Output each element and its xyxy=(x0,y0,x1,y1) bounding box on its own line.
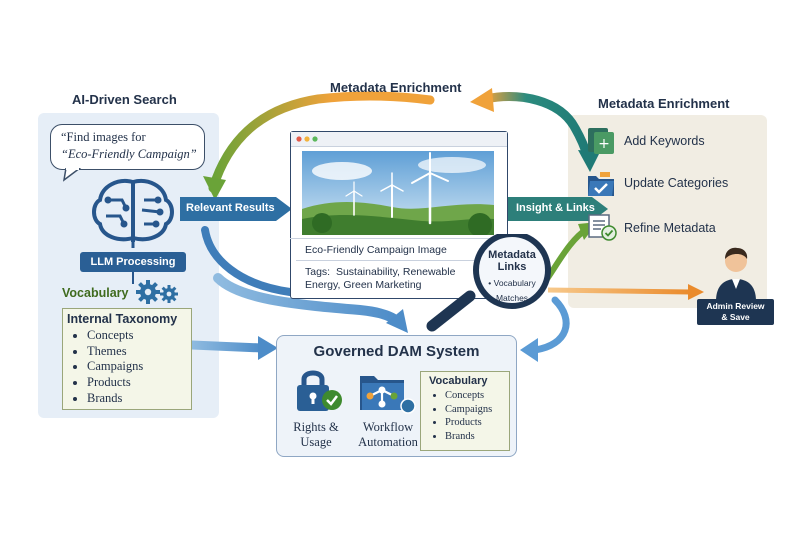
rights-line-2: Usage xyxy=(300,435,332,449)
taxonomy-item: Campaigns xyxy=(87,359,191,375)
workflow-line-1: Workflow xyxy=(362,420,414,434)
dam-vocab-list: Concepts Campaigns Products Brands xyxy=(421,389,509,443)
to-admin-head xyxy=(688,284,704,300)
return-curve xyxy=(531,296,570,354)
query-line-2: “Eco-Friendly Campaign” xyxy=(61,147,197,161)
caption-divider xyxy=(290,238,508,239)
dam-vocab-item: Products xyxy=(445,416,509,430)
taxonomy-title: Internal Taxonomy xyxy=(67,312,178,326)
query-line-1: “Find images for xyxy=(61,130,146,144)
relevant-results-label: Relevant Results xyxy=(186,202,275,214)
svg-text:+: + xyxy=(598,136,610,152)
lens-sub-1: • Vocabulary xyxy=(488,278,536,288)
vocabulary-label: Vocabulary xyxy=(62,286,129,300)
dam-vocab-title: Vocabulary xyxy=(429,375,488,387)
bubble-tail xyxy=(62,168,82,182)
insight-links-arrow xyxy=(508,197,608,221)
relevant-results-arrow xyxy=(180,197,292,221)
curve-to-browser xyxy=(201,226,294,296)
image-caption: Eco-Friendly Campaign Image xyxy=(305,244,447,256)
taxonomy-list: Concepts Themes Campaigns Products Brand… xyxy=(63,328,191,407)
taxonomy-item: Products xyxy=(87,375,191,391)
workflow-automation-label: Workflow Automation xyxy=(352,420,424,450)
step-refine-metadata: Refine Metadata xyxy=(624,221,716,235)
workflow-line-2: Automation xyxy=(358,435,418,449)
tags-label: Tags: xyxy=(305,266,331,278)
arc-left xyxy=(208,91,435,193)
lens-title-1: Metadata xyxy=(488,249,536,261)
right-enrichment-title: Metadata Enrichment xyxy=(598,96,730,111)
taxonomy-item: Concepts xyxy=(87,328,191,344)
metadata-links-lens: Metadata Links • Vocabulary Matches xyxy=(476,249,548,303)
wind-turbine-image xyxy=(302,151,494,235)
taxonomy-item: Brands xyxy=(87,391,191,407)
dam-vocab-item: Campaigns xyxy=(445,403,509,417)
taxonomy-item: Themes xyxy=(87,344,191,360)
step-update-categories: Update Categories xyxy=(624,176,729,190)
query-bubble: “Find images for “Eco-Friendly Campaign” xyxy=(50,124,205,170)
dam-vocab-item: Concepts xyxy=(445,389,509,403)
dam-vocabulary-box: Vocabulary Concepts Campaigns Products B… xyxy=(420,371,510,451)
arc-right-head xyxy=(578,150,600,172)
workflow-icon xyxy=(360,376,416,414)
taxonomy-to-dam-head xyxy=(258,336,278,360)
lock-icon xyxy=(297,370,342,411)
admin-line-1: Admin Review xyxy=(706,301,765,311)
dam-title: Governed DAM System xyxy=(313,343,480,360)
tags-divider xyxy=(296,260,476,261)
magnifier-icon xyxy=(426,234,551,332)
refine-metadata-icon xyxy=(588,214,617,241)
gear-icon xyxy=(136,280,178,304)
curve-to-dam xyxy=(213,273,403,327)
curve-to-dam-head xyxy=(386,309,408,333)
image-tags: Tags: Sustainability, Renewable Energy, … xyxy=(305,266,475,291)
lens-sub-2: Matches xyxy=(495,293,529,303)
tags-text: Sustainability, Renewable Energy, Green … xyxy=(305,266,456,291)
admin-person-icon xyxy=(716,247,756,301)
step-add-keywords: Add Keywords xyxy=(624,134,705,148)
rights-usage-label: Rights & Usage xyxy=(284,420,348,450)
arc-right-tail-head xyxy=(470,88,494,112)
llm-connector xyxy=(132,272,134,284)
rights-line-1: Rights & xyxy=(293,420,339,434)
arc-right xyxy=(480,92,593,163)
window-dots-icon xyxy=(296,136,318,142)
ai-search-title: AI-Driven Search xyxy=(72,92,177,107)
admin-line-2: & Save xyxy=(721,312,750,322)
insight-links-label: Insight & Links xyxy=(516,202,595,214)
arc-left-head xyxy=(203,176,226,200)
lens-title-2: Links xyxy=(497,261,527,273)
admin-review-badge[interactable]: Admin Review & Save xyxy=(697,299,774,325)
add-keywords-icon: + xyxy=(588,128,614,154)
to-admin-line xyxy=(547,287,691,295)
top-enrichment-title: Metadata Enrichment xyxy=(330,80,462,95)
dam-vocab-item: Brands xyxy=(445,430,509,444)
return-curve-head xyxy=(520,338,538,362)
update-categories-icon xyxy=(588,172,614,196)
llm-processing-label: LLM Processing xyxy=(80,252,186,272)
taxonomy-to-dam xyxy=(187,340,267,353)
brain-icon xyxy=(92,179,174,248)
internal-taxonomy-box: Internal Taxonomy Concepts Themes Campai… xyxy=(62,308,192,410)
browser-titlebar xyxy=(291,132,507,147)
